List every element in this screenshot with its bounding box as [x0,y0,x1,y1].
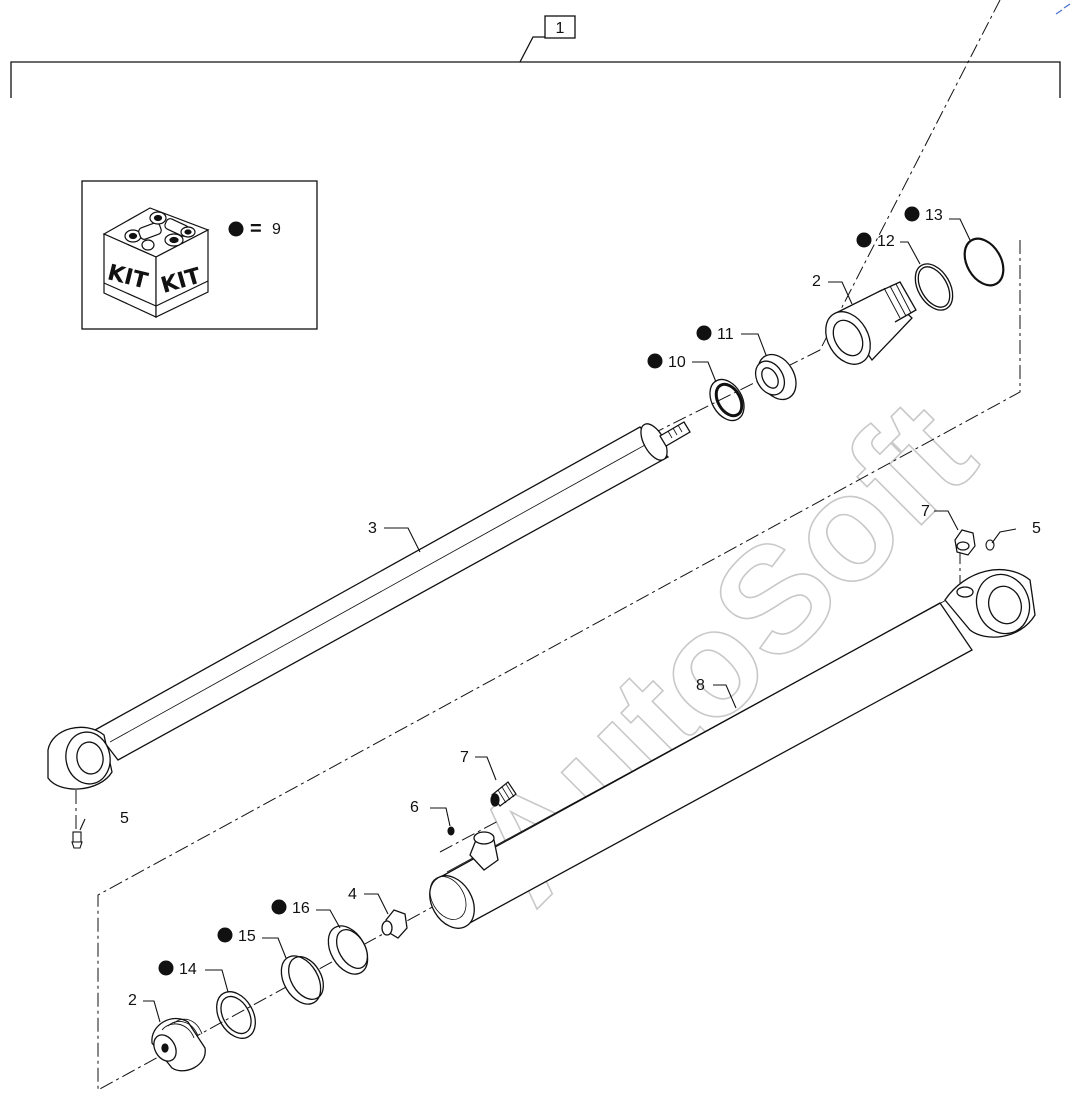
piston [151,1017,206,1072]
plug-upper [954,529,976,556]
callout-7-lower: 7 [460,749,469,766]
ring-15 [280,955,324,1005]
assembly-item-label: 1 [556,20,565,37]
kit-box-icon [102,207,210,318]
grease-fitting-rod [71,831,83,849]
kit-legend-ref: 9 [272,221,281,238]
callout-12: 12 [877,233,895,250]
kit-bullet-icon [228,221,244,237]
orifice [447,826,455,836]
callout-7-upper: 7 [921,503,930,520]
kit-bullet-icon [158,960,174,976]
corner-mark-icon [1055,3,1071,15]
kit-bullet-icon [904,206,920,222]
kit-legend: KIT KIT = 9 [81,180,318,330]
callout-4: 4 [348,886,357,903]
plug-lower [490,781,517,807]
callout-6: 6 [410,799,419,816]
kit-bullet-icon [856,232,872,248]
piston-rod [47,421,691,790]
ring-16 [327,925,369,975]
callout-15: 15 [238,928,256,945]
callout-10: 10 [668,354,686,371]
o-ring-12 [914,263,954,311]
seal-11 [754,353,797,401]
callout-2-lower: 2 [128,992,137,1009]
callout-5-rod: 5 [120,810,129,827]
kit-bullet-icon [217,927,233,943]
lock-nut [381,909,408,939]
kit-legend-equals: = [250,218,262,240]
callout-13: 13 [925,207,943,224]
callout-16: 16 [292,900,310,917]
kit-bullet-icon [271,899,287,915]
ring-14 [216,991,256,1039]
rod-gland [825,281,917,365]
assembly-bracket [10,15,1061,98]
callout-11: 11 [717,326,734,343]
callout-2-upper: 2 [812,273,821,290]
leader-lines [79,218,1017,1023]
backup-ring-13 [963,237,1005,287]
cylinder-barrel [429,568,1036,929]
kit-bullet-icon [647,353,663,369]
callout-8: 8 [696,677,705,694]
seal-10 [709,378,745,422]
callout-3: 3 [368,520,377,537]
callout-5-barrel: 5 [1032,520,1041,537]
kit-bullet-icon [696,325,712,341]
callout-14: 14 [179,961,197,978]
